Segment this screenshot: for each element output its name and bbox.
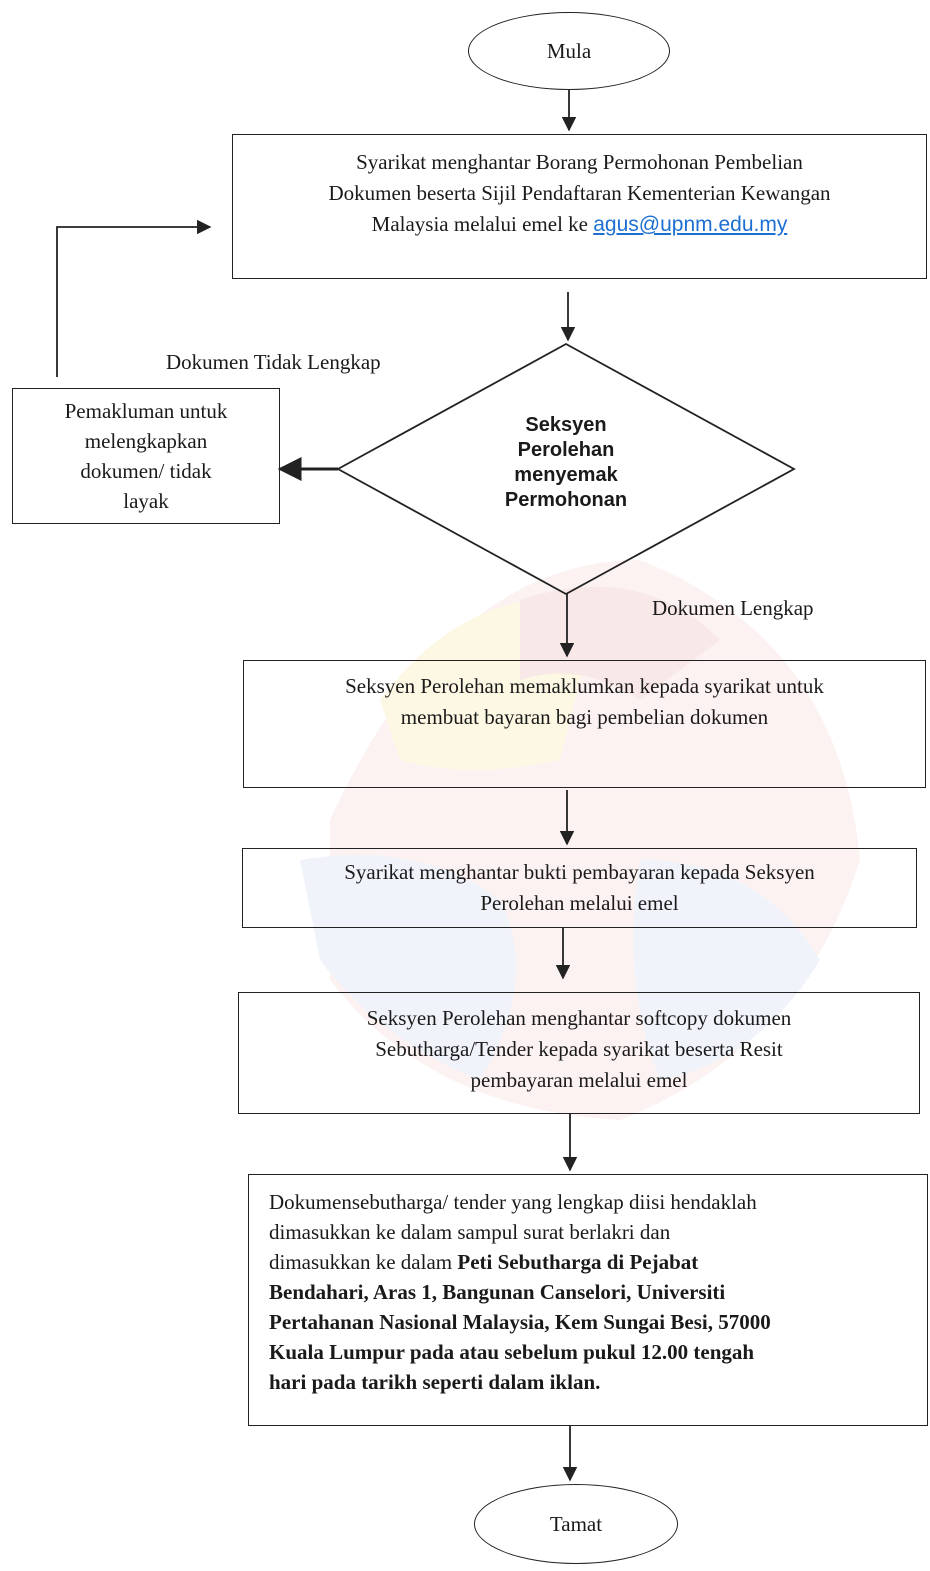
- step-submit-application: Syarikat menghantar Borang Permohonan Pe…: [232, 134, 927, 279]
- notice-line2: melengkapkan: [84, 429, 208, 453]
- step5-line2: dimasukkan ke dalam sampul surat berlakr…: [269, 1220, 671, 1244]
- step1-line3: Malaysia melalui emel ke agus@upnm.edu.m…: [328, 209, 830, 240]
- email-link[interactable]: agus@upnm.edu.my: [593, 213, 788, 236]
- notice-line4: layak: [123, 489, 169, 513]
- step1-line3-prefix: Malaysia melalui emel ke: [371, 212, 594, 236]
- decision-line1: Seksyen: [525, 414, 607, 436]
- step4-line3: pembayaran melalui emel: [470, 1068, 688, 1092]
- step2-line1: Seksyen Perolehan memaklumkan kepada sya…: [345, 674, 824, 698]
- step-submit-tender: Dokumensebutharga/ tender yang lengkap d…: [248, 1174, 928, 1426]
- step4-line2: Sebutharga/Tender kepada syarikat besert…: [375, 1037, 783, 1061]
- edge-label-incomplete: Dokumen Tidak Lengkap: [166, 350, 381, 374]
- step5-line1: Dokumensebutharga/ tender yang lengkap d…: [269, 1190, 757, 1214]
- step2-line2: membuat bayaran bagi pembelian dokumen: [400, 705, 769, 729]
- step-send-payment-proof: Syarikat menghantar bukti pembayaran kep…: [242, 848, 917, 928]
- arrow-notice-loop-to-step1: [56, 219, 212, 377]
- step1-line1: Syarikat menghantar Borang Permohonan Pe…: [356, 150, 803, 174]
- notice-line1: Pemakluman untuk: [64, 399, 228, 423]
- start-terminal: Mula: [468, 12, 670, 90]
- decision-line3: menyemak: [514, 464, 618, 486]
- step5-line3-plain: dimasukkan ke dalam: [269, 1250, 458, 1274]
- step1-line2: Dokumen beserta Sijil Pendaftaran Kement…: [328, 181, 831, 205]
- start-label: Mula: [546, 38, 592, 63]
- step5-line5: Pertahanan Nasional Malaysia, Kem Sungai…: [269, 1310, 771, 1334]
- decision-line2: Perolehan: [517, 439, 615, 461]
- step5-line4: Bendahari, Aras 1, Bangunan Canselori, U…: [269, 1280, 726, 1304]
- notice-line3: dokumen/ tidak: [80, 459, 212, 483]
- step3-line2: Perolehan melalui emel: [480, 891, 679, 915]
- decision-diamond: [336, 342, 796, 596]
- end-terminal: Tamat: [474, 1484, 678, 1564]
- step-notify-incomplete: Pemakluman untuk melengkapkan dokumen/ t…: [12, 388, 280, 524]
- step5-line3: dimasukkan ke dalam Peti Sebutharga di P…: [269, 1247, 771, 1277]
- step5-line3-bold: Peti Sebutharga di Pejabat: [457, 1250, 699, 1274]
- step-send-softcopy: Seksyen Perolehan menghantar softcopy do…: [238, 992, 920, 1114]
- decision-line4: Permohonan: [504, 489, 628, 511]
- step3-line1: Syarikat menghantar bukti pembayaran kep…: [344, 860, 815, 884]
- step5-line7: hari pada tarikh seperti dalam iklan.: [269, 1370, 601, 1394]
- step5-line6: Kuala Lumpur pada atau sebelum pukul 12.…: [269, 1340, 755, 1364]
- step4-line1: Seksyen Perolehan menghantar softcopy do…: [366, 1006, 792, 1030]
- end-label: Tamat: [549, 1511, 603, 1536]
- edge-label-complete: Dokumen Lengkap: [652, 596, 814, 620]
- step-notify-payment: Seksyen Perolehan memaklumkan kepada sya…: [243, 660, 926, 788]
- decision-text: Seksyen Perolehan menyemak Permohonan: [466, 413, 666, 513]
